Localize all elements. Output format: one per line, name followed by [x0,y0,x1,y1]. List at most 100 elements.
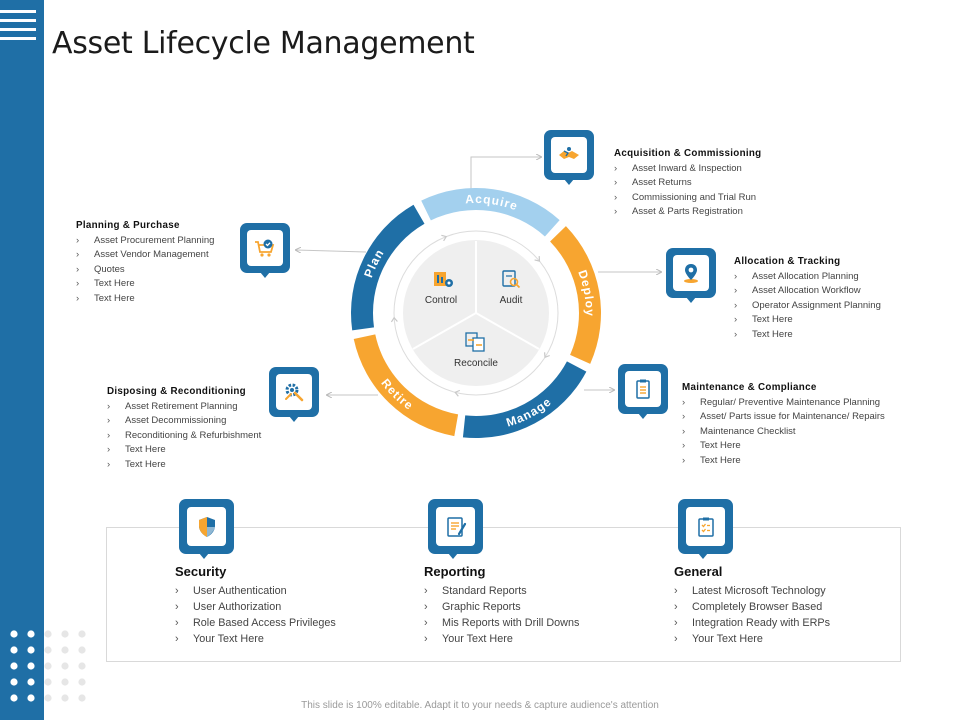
acquisition-heading: Acquisition & Commissioning [614,148,762,159]
planning-block: Planning & Purchase Asset Procurement Pl… [76,219,214,307]
list-item: Standard Reports [424,583,579,599]
list-item: Text Here [682,439,885,454]
list-item: Your Text Here [424,631,579,647]
list-item: Commissioning and Trial Run [614,191,761,206]
general-section: General Latest Microsoft Technology Comp… [674,564,830,647]
decorative-dot [10,662,18,670]
location-pin-icon [684,264,698,283]
security-heading: Security [175,564,227,579]
inner-divider [475,312,540,350]
disposing-heading: Disposing & Reconditioning [107,386,246,397]
security-badge [179,499,234,559]
connector-plan [296,250,367,252]
decorative-dot [27,630,35,638]
checklist-icon [697,517,714,537]
list-item: Text Here [734,328,881,343]
ring-arrow-icon [543,352,550,359]
allocation-badge [666,248,716,303]
list-item: Asset Allocation Planning [734,270,881,285]
allocation-block: Allocation & Tracking Asset Allocation P… [734,255,881,343]
list-item: Quotes [76,263,214,278]
decorative-dot [10,678,18,686]
list-item: Operator Assignment Planning [734,299,881,314]
list-item: Text Here [76,292,214,307]
decorative-dot [27,646,35,654]
maintenance-heading: Maintenance & Compliance [682,382,817,393]
decorative-dot [78,694,86,702]
list-item: Text Here [107,443,261,458]
security-section: Security User Authentication User Author… [175,564,336,647]
decorative-dot [44,646,52,654]
decorative-dot [61,678,69,686]
acquisition-badge [544,130,594,185]
list-item: Asset/ Parts issue for Maintenance/ Repa… [682,410,885,425]
decorative-dot [10,694,18,702]
decorative-dot [61,646,69,654]
decorative-dot [78,646,86,654]
list-item: Role Based Access Privileges [175,615,336,631]
decorative-dot [44,678,52,686]
wheel-segment-acquire [421,188,560,237]
planning-heading: Planning & Purchase [76,220,180,231]
list-item: Your Text Here [674,631,830,647]
menu-line [0,10,36,13]
connector-acquire [470,157,541,200]
maintenance-block: Maintenance & Compliance Regular/ Preven… [682,381,885,469]
list-item: Regular/ Preventive Maintenance Planning [682,396,885,411]
wheel-segment-deploy [550,226,602,364]
list-item: Asset & Parts Registration [614,205,761,220]
reporting-badge [428,499,483,559]
disposing-block: Disposing & Reconditioning Asset Retirem… [107,385,261,473]
acquisition-block: Acquisition & Commissioning Asset Inward… [614,147,761,220]
center-label-audit: Audit [500,295,523,306]
ring-arrow-icon [390,316,398,323]
audit-icon [502,270,521,289]
decorative-dot [61,630,69,638]
cart-icon [255,239,275,257]
handshake-icon [559,147,579,159]
shield-icon [198,516,215,537]
ring-arrow-icon [454,389,461,397]
control-icon [434,272,453,287]
disposing-badge [269,367,319,422]
center-label-reconcile: Reconcile [454,358,498,369]
list-item: Asset Decommissioning [107,414,261,429]
reporting-heading: Reporting [424,564,486,579]
maintenance-badge [618,364,668,419]
list-item: Text Here [107,458,261,473]
decorative-dot [61,694,69,702]
list-item: Mis Reports with Drill Downs [424,615,579,631]
menu-line [0,37,36,40]
center-label-control: Control [425,295,457,306]
wheel-segment-plan [351,204,425,331]
decorative-dot [10,646,18,654]
decorative-dot [44,630,52,638]
decorative-dot [44,662,52,670]
list-item: Latest Microsoft Technology [674,583,830,599]
list-item: Integration Ready with ERPs [674,615,830,631]
list-item: Asset Procurement Planning [76,234,214,249]
list-item: Text Here [76,277,214,292]
ring-arrow-icon [534,256,541,262]
list-item: Asset Retirement Planning [107,400,261,415]
decorative-dot [27,662,35,670]
page-title: Asset Lifecycle Management [52,26,475,61]
clipboard-icon [636,379,650,399]
report-icon [446,516,466,537]
reconcile-icon [465,332,485,352]
list-item: Asset Inward & Inspection [614,162,761,177]
decorative-dot-grid [10,630,86,702]
decorative-dot [27,678,35,686]
general-badge [678,499,733,559]
list-item: Asset Vendor Management [76,248,214,263]
list-item: Completely Browser Based [674,599,830,615]
features-panel [106,527,901,662]
general-heading: General [674,564,723,579]
decorative-dot [78,662,86,670]
decorative-dot [44,694,52,702]
list-item: Graphic Reports [424,599,579,615]
menu-line [0,28,36,31]
wheel-segment-retire [353,334,459,437]
list-item: Reconditioning & Refurbishment [107,429,261,444]
